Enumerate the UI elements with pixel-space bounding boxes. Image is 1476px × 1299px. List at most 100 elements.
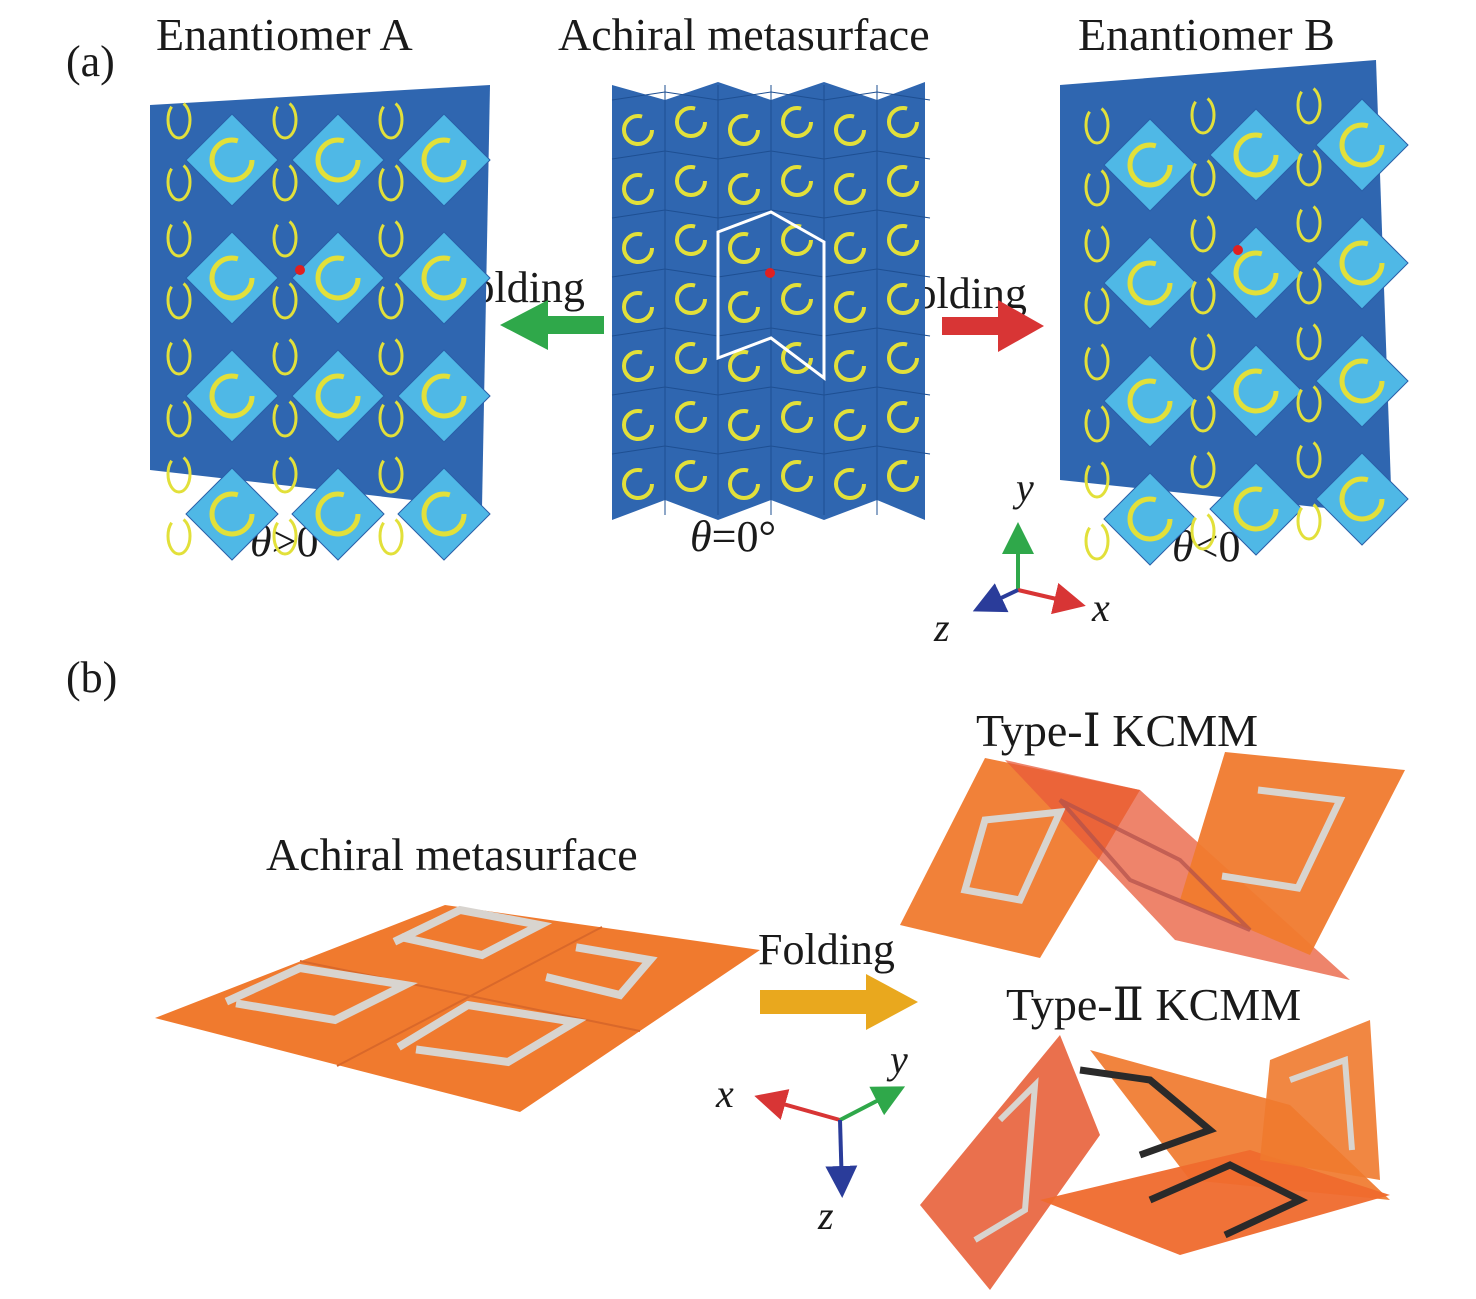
light-tile [185, 113, 279, 207]
light-tile [291, 467, 385, 561]
split-ring-side [166, 218, 192, 258]
axis-b-x-label: x [716, 1071, 734, 1116]
light-tile [1103, 236, 1197, 330]
split-ring [887, 401, 919, 433]
folding-arrow-right [942, 300, 1044, 352]
split-ring-side [378, 336, 404, 376]
unit-cell-outline [716, 210, 826, 382]
split-ring [834, 232, 866, 264]
split-ring [728, 232, 760, 264]
split-ring [622, 468, 654, 500]
light-tile [397, 231, 491, 325]
split-ring [1127, 496, 1173, 542]
axis-a-z-label: z [934, 605, 950, 650]
type1-kcmm-title: Type-Ⅰ KCMM [976, 705, 1258, 756]
light-tile [1103, 118, 1197, 212]
split-ring [1233, 486, 1279, 532]
split-ring-side [1190, 95, 1216, 135]
split-ring [315, 491, 361, 537]
split-ring [421, 255, 467, 301]
split-ring-side [1296, 383, 1322, 423]
split-ring [834, 173, 866, 205]
light-tile [1315, 334, 1409, 428]
split-ring-side [1296, 439, 1322, 479]
enantiomer-b-title: Enantiomer B [1078, 9, 1335, 60]
light-tile [397, 349, 491, 443]
split-ring [887, 342, 919, 374]
split-ring-side [166, 280, 192, 320]
split-ring-side [166, 336, 192, 376]
split-ring-side [378, 398, 404, 438]
light-tile [291, 349, 385, 443]
light-tile [1103, 472, 1197, 566]
split-ring [622, 232, 654, 264]
split-ring-side [166, 454, 192, 494]
split-ring-side [272, 218, 298, 258]
split-ring-side [1296, 203, 1322, 243]
split-ring-side [378, 218, 404, 258]
light-tile [185, 349, 279, 443]
split-ring-side [272, 454, 298, 494]
split-ring-side [272, 100, 298, 140]
split-ring [1339, 122, 1385, 168]
panel-a-label: (a) [66, 37, 115, 86]
split-ring [622, 173, 654, 205]
split-ring [209, 137, 255, 183]
flat-metasurface-title: Achiral metasurface [266, 829, 638, 880]
split-ring-side [378, 280, 404, 320]
split-ring [834, 350, 866, 382]
light-tile [291, 113, 385, 207]
split-ring [1233, 368, 1279, 414]
split-ring-side [378, 516, 404, 556]
split-ring [834, 114, 866, 146]
split-ring-side [1190, 511, 1216, 551]
center-dot-right [1233, 245, 1243, 255]
split-ring [675, 460, 707, 492]
achiral-metasurface-title: Achiral metasurface [558, 9, 930, 60]
split-ring [887, 224, 919, 256]
split-ring [209, 373, 255, 419]
split-ring-side [378, 162, 404, 202]
split-ring-side [1084, 105, 1110, 145]
split-ring [1339, 240, 1385, 286]
split-ring-side [1084, 403, 1110, 443]
flat-orange-sheet [155, 905, 760, 1112]
split-ring-side [1296, 265, 1322, 305]
axis-b-y-label: y [890, 1037, 908, 1082]
split-ring [209, 255, 255, 301]
light-tile [1209, 462, 1303, 556]
split-ring [781, 106, 813, 138]
split-ring [887, 165, 919, 197]
split-ring [728, 409, 760, 441]
split-ring-side [272, 398, 298, 438]
light-tile [397, 467, 491, 561]
split-ring [421, 137, 467, 183]
split-ring [315, 373, 361, 419]
split-ring-side [1084, 459, 1110, 499]
split-ring [887, 106, 919, 138]
achiral-metasurface-lattice [611, 82, 931, 520]
split-ring [675, 283, 707, 315]
split-ring [781, 342, 813, 374]
axis-a-x-label: x [1092, 585, 1110, 630]
split-ring [781, 165, 813, 197]
split-ring [421, 491, 467, 537]
split-ring [1127, 378, 1173, 424]
angle-center-label: θ=0° [690, 512, 777, 561]
split-ring [728, 350, 760, 382]
split-ring [834, 468, 866, 500]
split-ring [728, 291, 760, 323]
light-tile [1315, 216, 1409, 310]
split-ring-side [1296, 85, 1322, 125]
split-ring-side [1190, 275, 1216, 315]
light-tile [1315, 452, 1409, 546]
axis-b-z-label: z [818, 1193, 834, 1238]
enantiomer-a-lattice [150, 85, 491, 561]
split-ring-side [378, 454, 404, 494]
axes-a [972, 522, 1086, 615]
folding-arrow-b [760, 974, 918, 1030]
split-ring [781, 401, 813, 433]
enantiomer-b-lattice [1060, 60, 1409, 566]
split-ring [781, 460, 813, 492]
